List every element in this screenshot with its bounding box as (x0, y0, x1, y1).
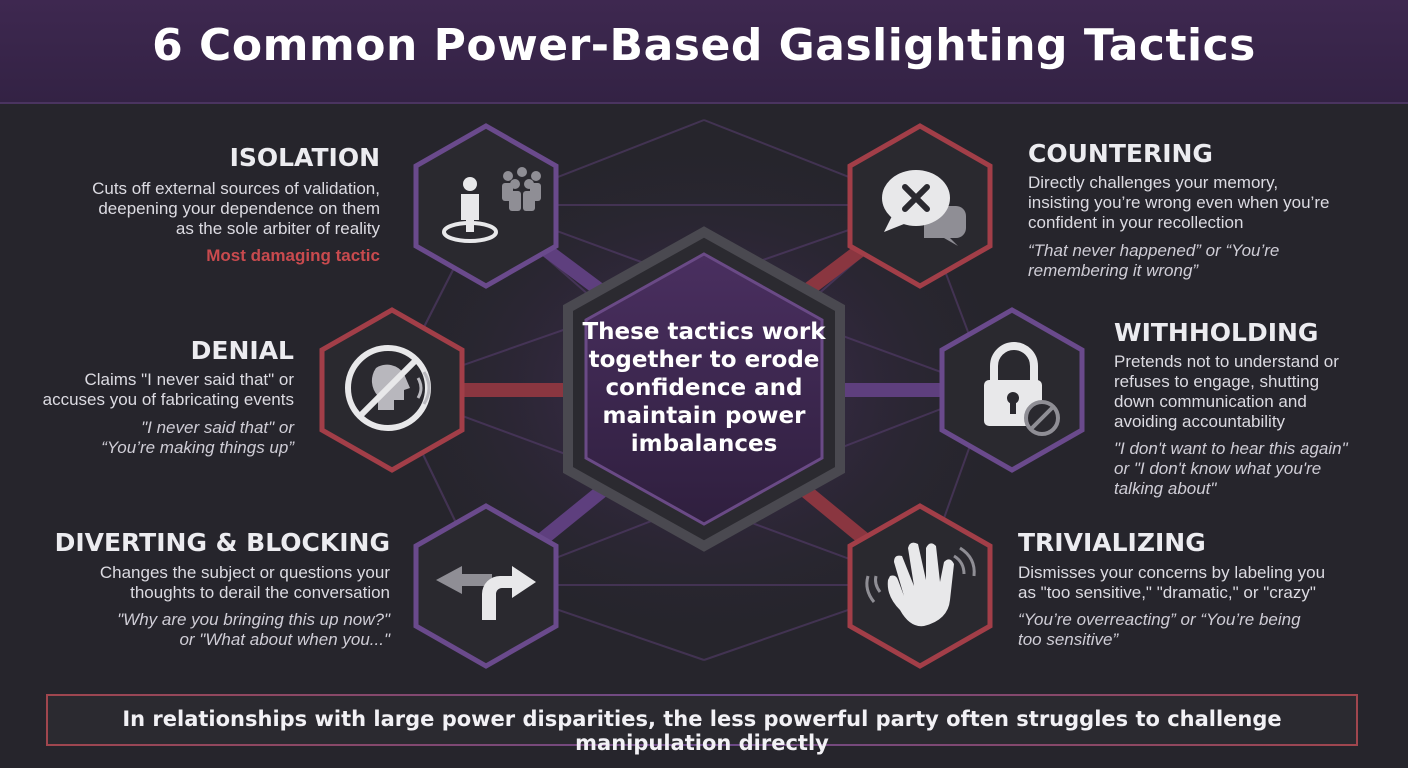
denial-quote: "I never said that" or “You’re making th… (20, 418, 294, 458)
isolation-desc-line: Cuts off external sources of validation, (92, 179, 380, 198)
trivializing-quote-line: too sensitive” (1018, 630, 1119, 649)
denial-quote-line: “You’re making things up” (101, 438, 294, 457)
trivializing-title: TRIVIALIZING (1018, 528, 1206, 557)
diverting-desc-line: thoughts to derail the conversation (130, 583, 390, 602)
page-title: 6 Common Power-Based Gaslighting Tactics (152, 20, 1256, 71)
countering-desc-line: confident in your recollection (1028, 213, 1244, 232)
padlock-blocked-icon (984, 342, 1060, 436)
countering-desc-line: insisting you’re wrong even when you’re (1028, 193, 1330, 212)
withholding-desc-line: Pretends not to understand or (1114, 352, 1339, 371)
trivializing-quote: “You’re overreacting” or “You’re being t… (1018, 610, 1398, 650)
hex-isolation (413, 123, 559, 289)
isolation-description: Cuts off external sources of validation,… (60, 179, 380, 239)
footer-text: In relationships with large power dispar… (122, 707, 1282, 755)
denial-desc-line: Claims "I never said that" or (84, 370, 294, 389)
withholding-desc-line: refuses to engage, shutting (1114, 372, 1320, 391)
trivializing-description: Dismisses your concerns by labeling you … (1018, 563, 1398, 603)
center-message: These tactics work together to erode con… (582, 319, 826, 457)
speech-bubble-x-icon (882, 170, 966, 246)
no-speaking-icon (345, 345, 431, 431)
withholding-desc-line: avoiding accountability (1114, 412, 1286, 431)
isolated-person-icon (442, 167, 541, 243)
denial-desc-line: accuses you of fabricating events (42, 390, 294, 409)
denial-description: Claims "I never said that" or accuses yo… (20, 370, 294, 410)
isolation-title: ISOLATION (229, 143, 380, 172)
diverting-quote: "Why are you bringing this up now?" or "… (20, 610, 390, 650)
denial-quote-line: "I never said that" or (141, 418, 294, 437)
withholding-quote-line: or "I don't know what you're (1114, 459, 1322, 478)
isolation-desc-line: as the sole arbiter of reality (175, 219, 380, 238)
countering-quote-line: remembering it wrong” (1028, 261, 1199, 280)
diverting-quote-line: or "What about when you..." (179, 630, 390, 649)
withholding-title: WITHHOLDING (1114, 318, 1319, 347)
isolation-desc-line: deepening your dependence on them (98, 199, 380, 218)
diverting-title: DIVERTING & BLOCKING (54, 528, 390, 557)
countering-description: Directly challenges your memory, insisti… (1028, 173, 1388, 233)
denial-title: DENIAL (190, 336, 294, 365)
withholding-desc-line: down communication and (1114, 392, 1307, 411)
diverging-arrows-icon (436, 566, 536, 620)
countering-quote: “That never happened” or “You’re remembe… (1028, 241, 1388, 281)
waving-hand-icon (865, 542, 976, 627)
center-hexagon (563, 226, 845, 552)
withholding-quote: "I don't want to hear this again" or "I … (1114, 439, 1398, 499)
withholding-quote-line: talking about" (1114, 479, 1217, 498)
footer-banner: In relationships with large power dispar… (46, 694, 1358, 755)
diverting-desc-line: Changes the subject or questions your (99, 563, 390, 582)
withholding-quote-line: "I don't want to hear this again" (1114, 439, 1348, 458)
trivializing-desc-line: Dismisses your concerns by labeling you (1018, 563, 1326, 582)
most-damaging-note: Most damaging tactic (206, 246, 380, 265)
diverting-description: Changes the subject or questions your th… (20, 563, 390, 603)
countering-quote-line: “That never happened” or “You’re (1028, 241, 1280, 260)
countering-desc-line: Directly challenges your memory, (1028, 173, 1279, 192)
countering-title: COUNTERING (1028, 139, 1213, 168)
withholding-description: Pretends not to understand or refuses to… (1114, 352, 1398, 432)
title-bar: 6 Common Power-Based Gaslighting Tactics (0, 0, 1408, 104)
trivializing-desc-line: as "too sensitive," "dramatic," or "craz… (1018, 583, 1316, 602)
trivializing-quote-line: “You’re overreacting” or “You’re being (1018, 610, 1301, 629)
diverting-quote-line: "Why are you bringing this up now?" (117, 610, 390, 629)
